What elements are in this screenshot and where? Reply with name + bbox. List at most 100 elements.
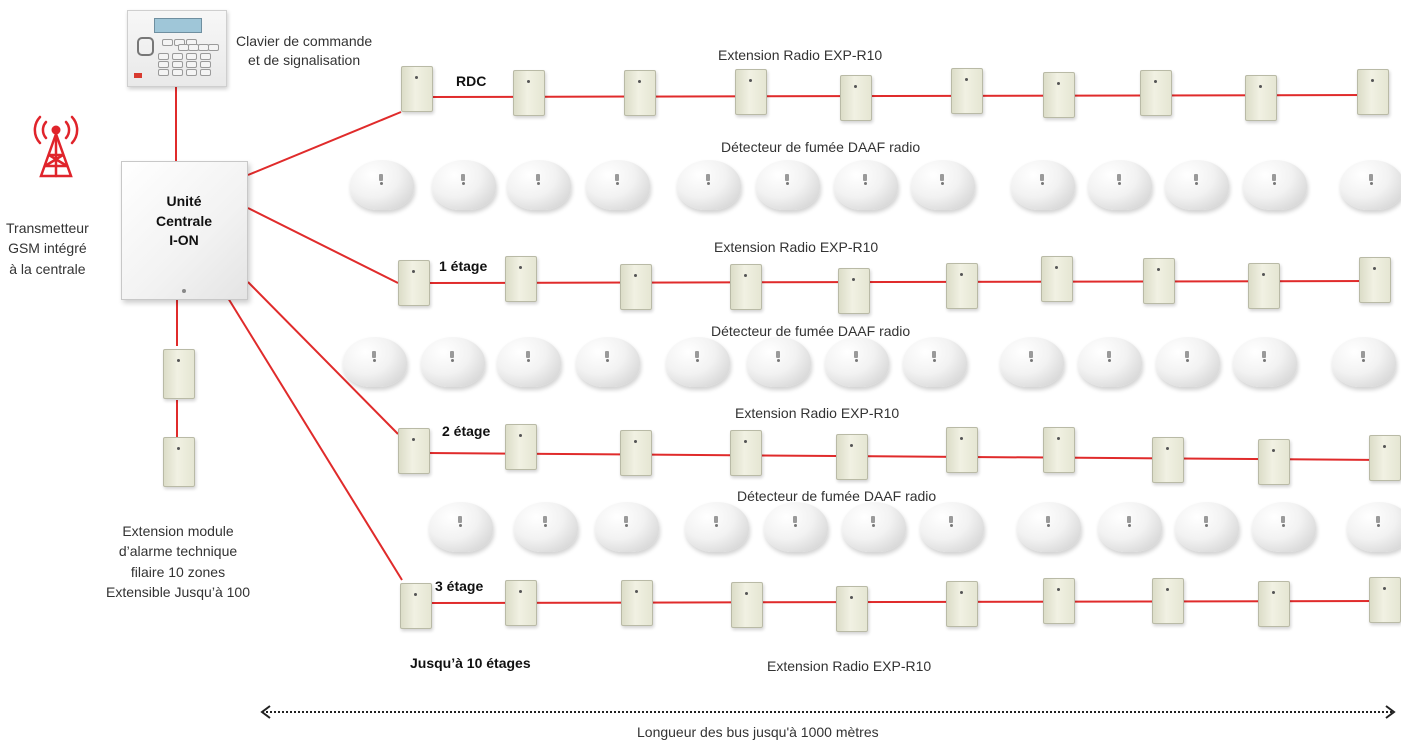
bus-wire-floor-2 <box>247 281 399 435</box>
detector-label-2: Détecteur de fumée DAAF radio <box>737 488 937 504</box>
keypad-key <box>162 39 173 46</box>
radio-extension-module <box>1248 263 1280 309</box>
smoke-detector <box>911 160 975 210</box>
wired-extension-label: Extension module d’alarme technique fila… <box>106 523 250 600</box>
smoke-detector <box>514 502 578 552</box>
keypad-key <box>172 53 183 60</box>
smoke-detector <box>432 160 496 210</box>
floor-label-rdc: RDC <box>456 73 487 89</box>
smoke-detector <box>497 337 561 387</box>
smoke-detector <box>825 337 889 387</box>
smoke-detector <box>586 160 650 210</box>
keypad-screen <box>154 18 202 33</box>
smoke-detector <box>1332 337 1396 387</box>
smoke-detector <box>1175 502 1239 552</box>
bus-wire-floor-1 <box>247 207 399 284</box>
central-unit-led <box>182 289 186 293</box>
keypad-key <box>172 69 183 76</box>
bus-length-label: Longueur des bus jusqu'à 1000 mètres <box>637 724 879 740</box>
radio-extension-module <box>840 75 872 121</box>
smoke-detector <box>842 502 906 552</box>
keypad-key <box>186 61 197 68</box>
smoke-detector <box>576 337 640 387</box>
radio-extension-module <box>1043 427 1075 473</box>
radio-extension-module <box>624 70 656 116</box>
floor-bus-2 <box>427 452 1384 461</box>
smoke-detector <box>903 337 967 387</box>
antenna-tower-icon <box>33 115 79 178</box>
radio-extension-module <box>505 256 537 302</box>
bus-length-arrow-left-head <box>260 705 271 719</box>
keypad-key <box>208 44 219 51</box>
radio-extension-module <box>1357 69 1389 115</box>
radio-extension-module <box>951 68 983 114</box>
radio-extension-module <box>730 430 762 476</box>
smoke-detector <box>1098 502 1162 552</box>
extension-label-1: Extension Radio EXP-R10 <box>714 239 879 255</box>
radio-extension-module <box>1369 577 1401 623</box>
smoke-detector <box>666 337 730 387</box>
radio-extension-module <box>735 69 767 115</box>
smoke-detector <box>920 502 984 552</box>
smoke-detector <box>764 502 828 552</box>
gsm-label: Transmetteur GSM intégré à la centrale <box>6 220 89 277</box>
radio-extension-module <box>505 580 537 626</box>
smoke-detector <box>1252 502 1316 552</box>
keypad-ring <box>137 37 154 56</box>
wired-extension-module <box>163 349 195 399</box>
radio-extension-module <box>1041 256 1073 302</box>
smoke-detector <box>1011 160 1075 210</box>
keypad-key <box>200 69 211 76</box>
radio-extension-module <box>946 581 978 627</box>
smoke-detector <box>507 160 571 210</box>
detector-label-rdc: Détecteur de fumée DAAF radio <box>721 139 921 155</box>
radio-extension-module <box>836 586 868 632</box>
radio-extension-module <box>505 424 537 470</box>
keypad-key <box>158 69 169 76</box>
floor-label-1: 1 étage <box>439 258 488 274</box>
radio-extension-module <box>1258 439 1290 485</box>
radio-extension-module <box>731 582 763 628</box>
smoke-detector <box>834 160 898 210</box>
smoke-detector <box>1340 160 1401 210</box>
smoke-detector <box>677 160 741 210</box>
radio-extension-module <box>1369 435 1401 481</box>
extension-label-rdc: Extension Radio EXP-R10 <box>718 47 883 63</box>
radio-extension-module <box>946 263 978 309</box>
bus-wire-rdc <box>247 111 402 176</box>
smoke-detector <box>1233 337 1297 387</box>
detector-label-1: Détecteur de fumée DAAF radio <box>711 323 911 339</box>
smoke-detector <box>756 160 820 210</box>
radio-extension-module <box>1258 581 1290 627</box>
keypad-logo <box>134 73 142 78</box>
keypad-label: Clavier de commande et de signalisation <box>236 33 373 68</box>
smoke-detector <box>1156 337 1220 387</box>
smoke-detector <box>421 337 485 387</box>
radio-extension-module <box>621 580 653 626</box>
smoke-detector <box>1078 337 1142 387</box>
smoke-detector <box>595 502 659 552</box>
keypad-key <box>158 53 169 60</box>
radio-extension-module <box>1140 70 1172 116</box>
radio-extension-module <box>1152 437 1184 483</box>
smoke-detector <box>429 502 493 552</box>
floor-label-3: 3 étage <box>435 578 484 594</box>
smoke-detector <box>747 337 811 387</box>
keypad-key <box>158 61 169 68</box>
radio-extension-module <box>398 260 430 306</box>
smoke-detector <box>1165 160 1229 210</box>
radio-extension-module <box>1143 258 1175 304</box>
floor-bus-1 <box>427 280 1376 284</box>
keypad-key <box>186 53 197 60</box>
radio-extension-module <box>513 70 545 116</box>
radio-extension-module <box>398 428 430 474</box>
floor-bus-3 <box>429 600 1384 604</box>
smoke-detector <box>1347 502 1401 552</box>
extension-label-2: Extension Radio EXP-R10 <box>735 405 900 421</box>
smoke-detector <box>343 337 407 387</box>
smoke-detector <box>1243 160 1307 210</box>
extension-label-3: Extension Radio EXP-R10 <box>767 658 932 674</box>
radio-extension-module <box>1359 257 1391 303</box>
